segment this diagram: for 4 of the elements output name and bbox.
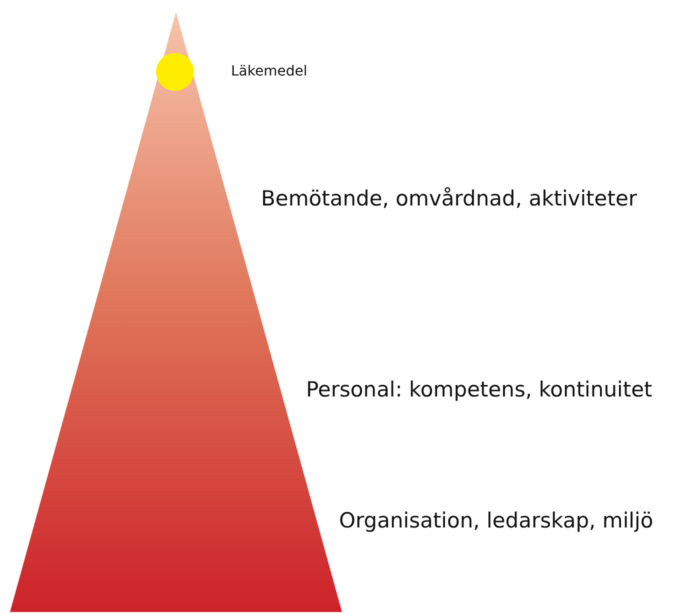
level-label: Personal: kompetens, kontinuitet [306, 377, 652, 403]
level-label: Läkemedel [231, 64, 308, 80]
level-label: Organisation, ledarskap, miljö [339, 508, 654, 534]
level-label: Bemötande, omvårdnad, aktiviteter [261, 186, 638, 212]
